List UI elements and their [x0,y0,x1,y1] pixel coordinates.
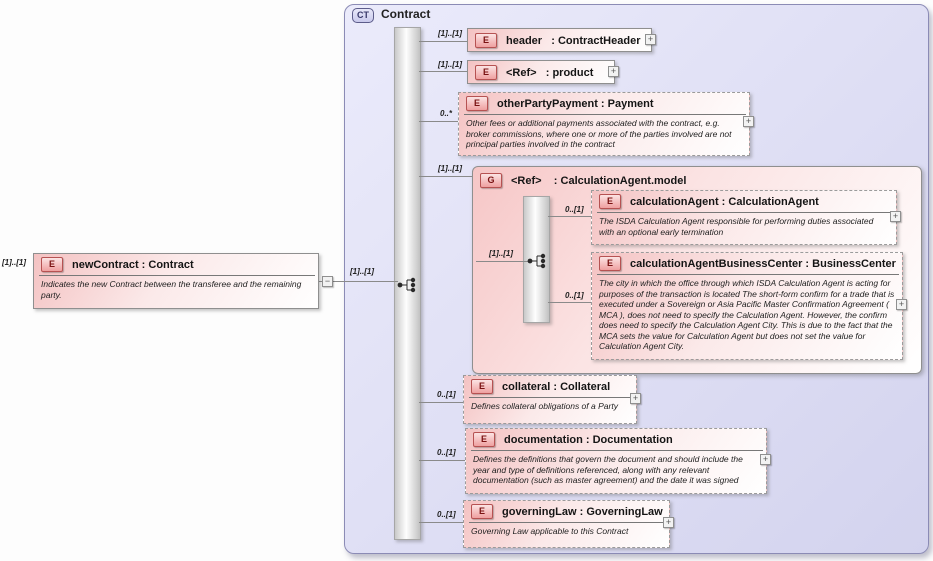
complextype-title: Contract [381,7,431,21]
cardinality-group-sequence: [1]..[1] [489,249,513,258]
element-badge: E [599,256,621,271]
expand-icon[interactable]: + [663,517,674,528]
group-badge: G [480,173,502,188]
element-governinglaw[interactable]: E governingLaw : GoverningLaw Governing … [463,500,670,548]
cardinality-root: [1]..[1] [2,258,26,267]
element-calculationagent[interactable]: E calculationAgent : CalculationAgent Th… [591,190,897,245]
element-badge: E [471,504,493,519]
divider [471,450,763,451]
connector-group [419,176,472,177]
expand-icon[interactable]: + [743,116,754,127]
collapse-icon[interactable]: − [322,276,333,287]
connector-group-sequence [476,261,529,262]
element-otherpartypayment[interactable]: E otherPartyPayment : Payment Other fees… [458,92,750,156]
element-title: <Ref> : product [506,66,594,79]
element-title: otherPartyPayment : Payment [497,97,654,110]
element-description: The city in which the office through whi… [599,278,895,351]
expand-icon[interactable]: + [645,34,656,45]
element-badge: E [471,379,493,394]
complextype-badge: CT [352,8,374,23]
element-calculationagentbusinesscenter[interactable]: E calculationAgentBusinessCenter : Busin… [591,252,903,360]
cardinality-documentation: 0..[1] [437,448,456,457]
element-badge: E [473,432,495,447]
element-title: collateral : Collateral [502,380,611,393]
expand-icon[interactable]: + [608,66,619,77]
cardinality-product: [1]..[1] [438,60,462,69]
connector-header [419,41,467,42]
cardinality-governinglaw: 0..[1] [437,510,456,519]
connector-businesscenter [548,302,591,303]
connector-calculationagent [548,216,591,217]
element-description: The ISDA Calculation Agent responsible f… [599,216,874,237]
element-description: Defines the definitions that govern the … [473,454,743,485]
cardinality-otherpartypayment: 0..* [440,109,453,118]
divider [597,212,893,213]
cardinality-group: [1]..[1] [438,164,462,173]
element-documentation[interactable]: E documentation : Documentation Defines … [465,428,767,494]
cardinality-header: [1]..[1] [438,29,462,38]
group-title: <Ref> : CalculationAgent.model [511,174,687,187]
element-header[interactable]: E header : ContractHeader [467,28,652,52]
cardinality-collateral: 0..[1] [437,390,456,399]
expand-icon[interactable]: + [630,393,641,404]
element-title: header : ContractHeader [506,34,641,47]
expand-icon[interactable]: + [760,454,771,465]
divider [469,522,666,523]
element-product-ref[interactable]: E <Ref> : product [467,60,615,84]
element-description: Other fees or additional payments associ… [466,118,732,149]
expand-icon[interactable]: + [896,299,907,310]
divider [39,275,315,276]
expand-icon[interactable]: + [890,211,901,222]
connector-product [419,71,467,72]
cardinality-businesscenter: 0..[1] [565,291,584,300]
element-title: governingLaw : GoverningLaw [502,505,663,518]
element-badge: E [475,33,497,48]
divider [469,397,633,398]
element-collateral[interactable]: E collateral : Collateral Defines collat… [463,375,637,424]
element-title: newContract : Contract [72,258,194,271]
element-title: calculationAgentBusinessCenter : Busines… [630,257,896,270]
divider [464,114,746,115]
element-badge: E [475,65,497,80]
element-description: Governing Law applicable to this Contrac… [471,526,629,536]
element-badge: E [41,257,63,272]
connector-collateral [419,402,463,403]
element-description: Defines collateral obligations of a Part… [471,401,618,411]
cardinality-sequence: [1]..[1] [350,267,374,276]
divider [597,274,899,275]
connector-otherpartypayment [419,121,458,122]
sequence-icon [526,253,548,274]
element-badge: E [599,194,621,209]
cardinality-calculationagent: 0..[1] [565,205,584,214]
sequence-icon [396,277,418,298]
element-title: documentation : Documentation [504,433,673,446]
element-newcontract[interactable]: E newContract : Contract Indicates the n… [33,253,319,309]
connector-documentation [419,460,465,461]
element-title: calculationAgent : CalculationAgent [630,195,819,208]
connector-governinglaw [419,522,463,523]
connector-root [317,281,398,282]
element-description: Indicates the new Contract between the t… [41,279,302,300]
element-badge: E [466,96,488,111]
